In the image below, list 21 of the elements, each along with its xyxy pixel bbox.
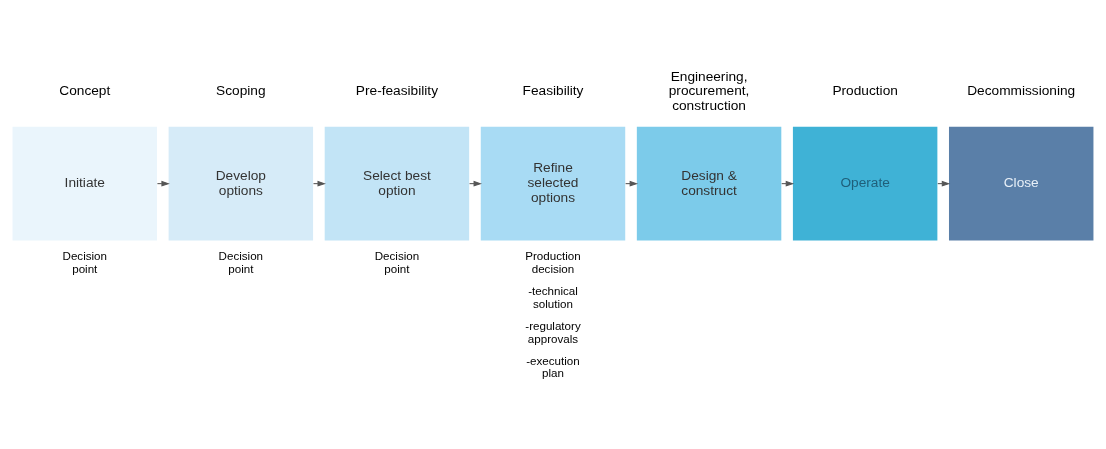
label: -regulatory approvals <box>525 319 581 345</box>
node-label: Feasibility <box>522 83 584 99</box>
node-box: Develop options <box>168 126 314 241</box>
node-label: Scoping <box>216 83 266 99</box>
label: Decision point <box>374 249 420 276</box>
label: Decision point <box>218 249 264 276</box>
node-box: Select best option <box>324 126 470 241</box>
label: -execution plan <box>526 353 580 380</box>
node-label: Concept <box>59 83 111 99</box>
node-label: Pre-feasibility <box>355 83 439 99</box>
node-box: Close <box>949 126 1094 241</box>
node-box: Design & construct <box>636 126 782 241</box>
node-box: Refine selected options <box>480 126 626 241</box>
node-label: Engineering, procurement, construction <box>668 68 750 114</box>
label: Production decision <box>525 249 581 276</box>
node-box: Initiate <box>12 126 157 241</box>
node-label: Decommissioning <box>967 83 1076 99</box>
node-label: Production <box>832 83 898 99</box>
label: -technical solution <box>528 284 578 310</box>
node-box: Operate <box>792 126 938 241</box>
label: Decision point <box>62 249 108 276</box>
